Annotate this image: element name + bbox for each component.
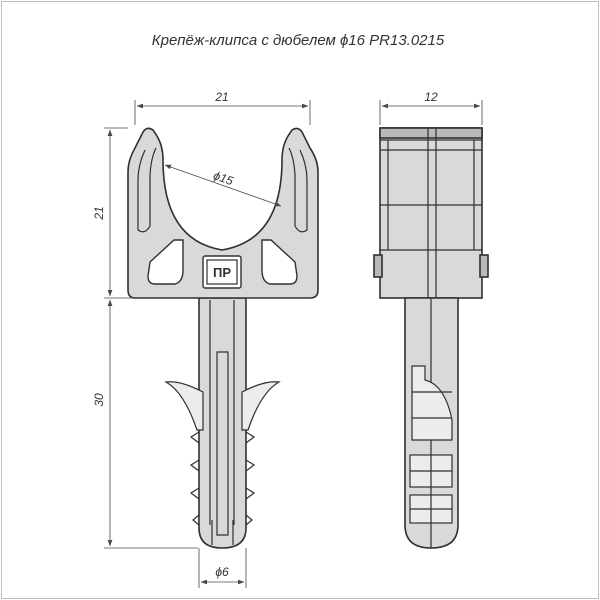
drawing-title: Крепёж-клипса с дюбелем ϕ16 PR13.0215 xyxy=(152,32,445,49)
side-width-label: 12 xyxy=(424,90,438,104)
front-width-label: 21 xyxy=(214,90,228,104)
front-view: ПР ϕ15 xyxy=(127,127,319,549)
dim-side-width: 12 xyxy=(379,90,483,125)
side-clip-block xyxy=(379,127,483,299)
clip-diameter-label: ϕ15 xyxy=(212,168,236,188)
dowel-front xyxy=(164,297,281,549)
diameter-line-clip xyxy=(164,164,282,207)
dowel-diameter-label: ϕ6 xyxy=(215,565,229,579)
clip-front: ПР xyxy=(127,127,319,299)
dim-dowel-diameter: ϕ6 xyxy=(198,548,247,588)
brand-logo xyxy=(202,255,242,289)
clip-height-label: 21 xyxy=(92,206,106,220)
dim-clip-height: 21 xyxy=(92,127,134,299)
dim-front-width: 21 xyxy=(134,90,311,125)
dim-dowel-length: 30 xyxy=(92,299,198,549)
logo-text: ПР xyxy=(213,265,231,280)
dowel-length-label: 30 xyxy=(92,393,106,407)
side-view xyxy=(373,127,489,549)
